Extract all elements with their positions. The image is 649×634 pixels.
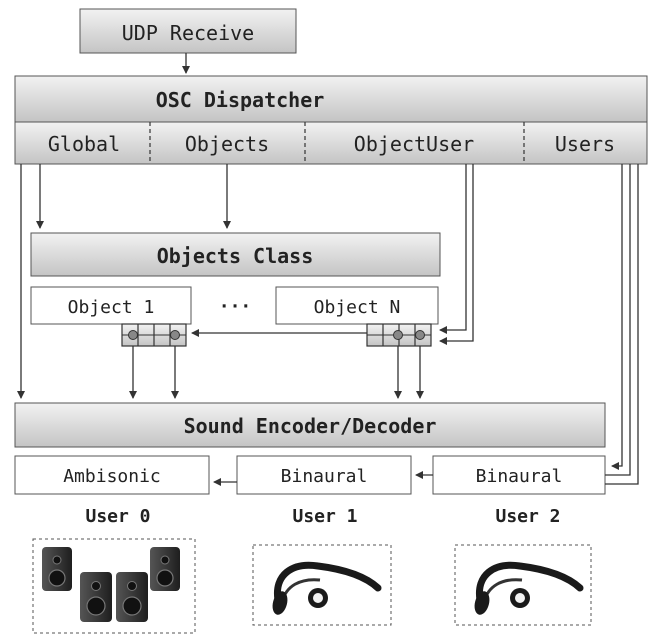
speaker-icon: [150, 547, 180, 591]
port-objectuser-label: ObjectUser: [354, 132, 474, 156]
speaker-array-icon: [32, 538, 196, 634]
object-1-connector: [121, 323, 187, 347]
user-1-label: User 1: [292, 506, 357, 527]
objects-class-box: Objects Class: [30, 232, 441, 277]
speaker-icon: [80, 572, 112, 622]
osc-dispatcher-label: OSC Dispatcher: [156, 88, 325, 112]
user-2-label: User 2: [495, 506, 560, 527]
udp-receive-box: UDP Receive: [79, 8, 297, 54]
osc-dispatcher-box: OSC Dispatcher Global Objects ObjectUser…: [14, 75, 648, 165]
dispatcher-port-row: [14, 121, 648, 165]
renderer-ambisonic-box: Ambisonic: [14, 455, 210, 495]
renderer-binaural-1-box: Binaural: [236, 455, 412, 495]
objects-ellipsis: ···: [219, 296, 252, 317]
users-line-a: [611, 164, 623, 470]
users-line-b: [605, 164, 631, 476]
sound-codec-label: Sound Encoder/Decoder: [184, 414, 437, 438]
renderer-ambisonic-label: Ambisonic: [63, 466, 161, 487]
headphones-icon: [454, 544, 592, 626]
port-objects-label: Objects: [185, 132, 269, 156]
renderer-binaural-2-box: Binaural: [432, 455, 606, 495]
user-0-label: User 0: [85, 506, 150, 527]
port-global-label: Global: [48, 132, 120, 156]
object-1-label: Object 1: [68, 297, 155, 318]
objectuser-line-b: [439, 164, 474, 345]
port-users-label: Users: [555, 132, 615, 156]
object-n-label: Object N: [314, 297, 401, 318]
sound-codec-box: Sound Encoder/Decoder: [14, 402, 606, 448]
speaker-icon: [116, 572, 148, 622]
object-1-box: Object 1: [30, 286, 192, 325]
renderer-binaural-2-label: Binaural: [476, 466, 563, 487]
headphones-icon: [252, 544, 392, 626]
speaker-icon: [42, 547, 72, 591]
users-line-c: [605, 164, 639, 485]
object-n-box: Object N: [275, 286, 439, 325]
object-n-connector: [366, 323, 432, 347]
objectuser-line-a: [439, 164, 467, 334]
objects-class-label: Objects Class: [157, 244, 314, 268]
udp-receive-label: UDP Receive: [122, 21, 254, 45]
renderer-binaural-1-label: Binaural: [281, 466, 368, 487]
